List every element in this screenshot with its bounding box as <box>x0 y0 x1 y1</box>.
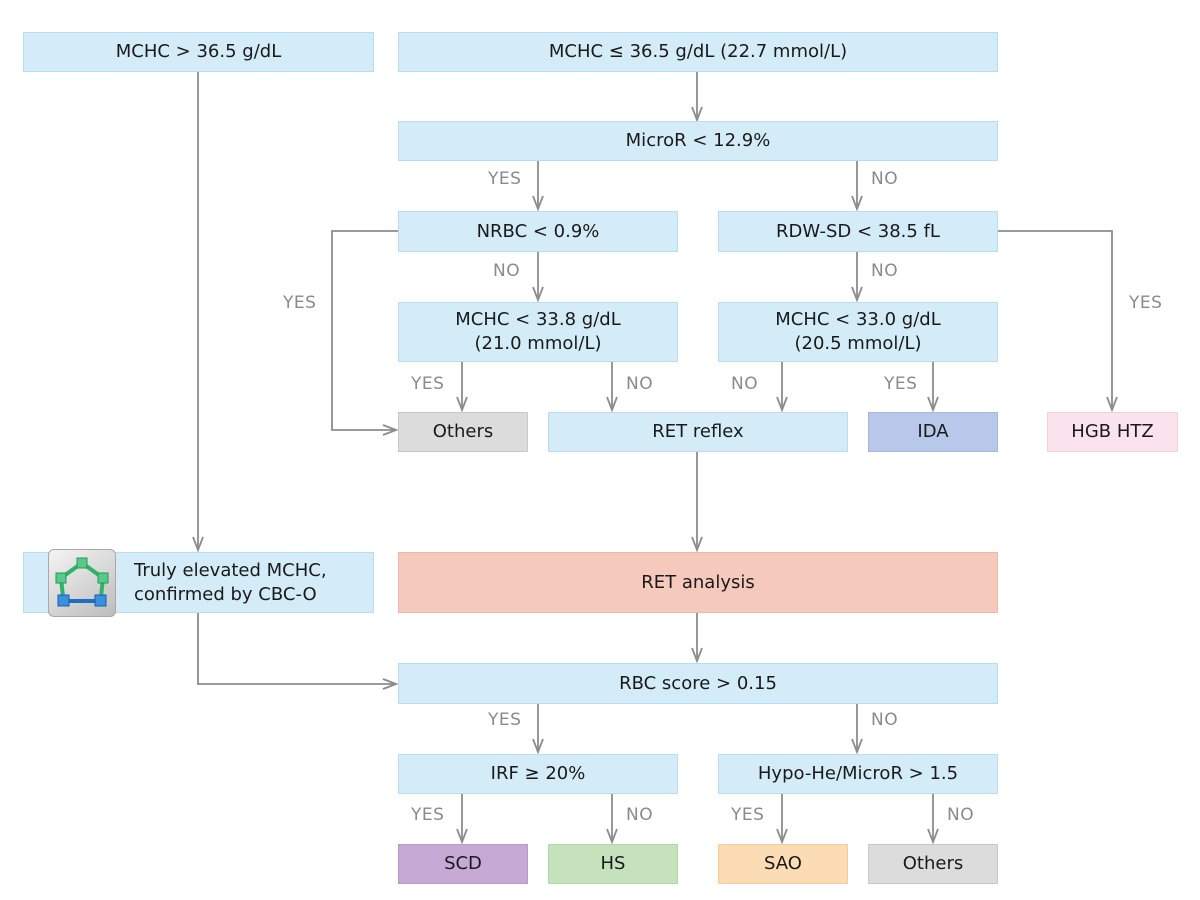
node-hgb-htz-text: HGB HTZ <box>1071 421 1154 442</box>
node-mchc-338: MCHC < 33.8 g/dL (21.0 mmol/L) <box>398 302 678 362</box>
label-rdw-no: NO <box>871 261 899 281</box>
node-ret-analysis-text: RET analysis <box>641 571 755 593</box>
node-rbc-score-text: RBC score > 0.15 <box>619 672 777 694</box>
node-nrbc: NRBC < 0.9% <box>398 211 678 252</box>
node-micror-text: MicroR < 12.9% <box>625 130 771 151</box>
node-ret-reflex: RET reflex <box>548 412 848 452</box>
node-micror: MicroR < 12.9% <box>398 121 998 161</box>
node-mchc-high-text: MCHC > 36.5 g/dL <box>115 41 282 62</box>
node-mchc-338-mmol: (21.0 mmol/L) <box>474 333 602 354</box>
node-irf: IRF ≥ 20% <box>398 754 678 794</box>
label-micror-no: NO <box>871 169 899 189</box>
node-hs-text: HS <box>600 853 626 874</box>
node-rdwsd-text: RDW-SD < 38.5 fL <box>776 220 940 242</box>
node-irf-text: IRF ≥ 20% <box>490 763 586 784</box>
node-hs: HS <box>548 844 678 884</box>
node-hypo-he: Hypo-He/MicroR > 1.5 <box>718 754 998 794</box>
node-truly-line2: confirmed by CBC-O <box>134 583 317 605</box>
node-mchc-high: MCHC > 36.5 g/dL <box>23 32 374 72</box>
node-ida: IDA <box>868 412 998 452</box>
pentagon-network-icon-graphic <box>55 557 109 607</box>
node-others-1: Others <box>398 412 528 452</box>
arrow-rdw-yes <box>998 230 1112 410</box>
label-mchc330-yes: YES <box>884 374 918 394</box>
node-truly-line1: Truly elevated MCHC, <box>134 559 327 581</box>
node-rbc-score: RBC score > 0.15 <box>398 663 998 704</box>
node-sao: SAO <box>718 844 848 884</box>
label-hypohe-yes: YES <box>731 805 765 825</box>
node-others-1-text: Others <box>432 421 494 442</box>
node-mchc-338-text: MCHC < 33.8 g/dL <box>455 309 621 330</box>
node-mchc-330: MCHC < 33.0 g/dL (20.5 mmol/L) <box>718 302 998 362</box>
node-scd: SCD <box>398 844 528 884</box>
label-irf-no: NO <box>626 805 654 825</box>
node-hypo-he-text: Hypo-He/MicroR > 1.5 <box>757 763 959 784</box>
node-mchc-low-text: MCHC ≤ 36.5 g/dL <box>548 41 715 62</box>
node-ret-analysis: RET analysis <box>398 552 998 613</box>
pentagon-network-icon <box>48 549 116 617</box>
node-sao-text: SAO <box>764 853 802 874</box>
arrow-truly-to-rbc <box>197 613 396 684</box>
label-rbc-yes: YES <box>488 710 522 730</box>
node-rdwsd: RDW-SD < 38.5 fL <box>718 211 998 252</box>
node-mchc-330-mmol: (20.5 mmol/L) <box>794 333 922 354</box>
label-irf-yes: YES <box>411 805 445 825</box>
label-nrbc-no: NO <box>493 261 521 281</box>
label-rbc-no: NO <box>871 710 899 730</box>
node-scd-text: SCD <box>444 853 482 874</box>
node-ret-reflex-text: RET reflex <box>652 421 744 442</box>
arrow-nrbc-yes <box>331 230 398 430</box>
label-mchc338-no: NO <box>626 374 654 394</box>
node-others-2: Others <box>868 844 998 884</box>
node-hgb-htz: HGB HTZ <box>1047 412 1178 452</box>
node-mchc-low: MCHC ≤ 36.5 g/dL (22.7 mmol/L) <box>398 32 998 72</box>
node-mchc-330-text: MCHC < 33.0 g/dL <box>775 309 941 330</box>
label-mchc330-no: NO <box>731 374 759 394</box>
label-hypohe-no: NO <box>947 805 975 825</box>
node-ida-text: IDA <box>917 421 949 442</box>
node-nrbc-text: NRBC < 0.9% <box>476 220 600 242</box>
label-mchc338-yes: YES <box>411 374 445 394</box>
label-micror-yes: YES <box>488 169 522 189</box>
node-mchc-low-mmol: (22.7 mmol/L) <box>720 41 848 62</box>
node-others-2-text: Others <box>902 853 964 874</box>
label-rdw-yes: YES <box>1129 293 1163 313</box>
label-nrbc-yes: YES <box>283 293 317 313</box>
